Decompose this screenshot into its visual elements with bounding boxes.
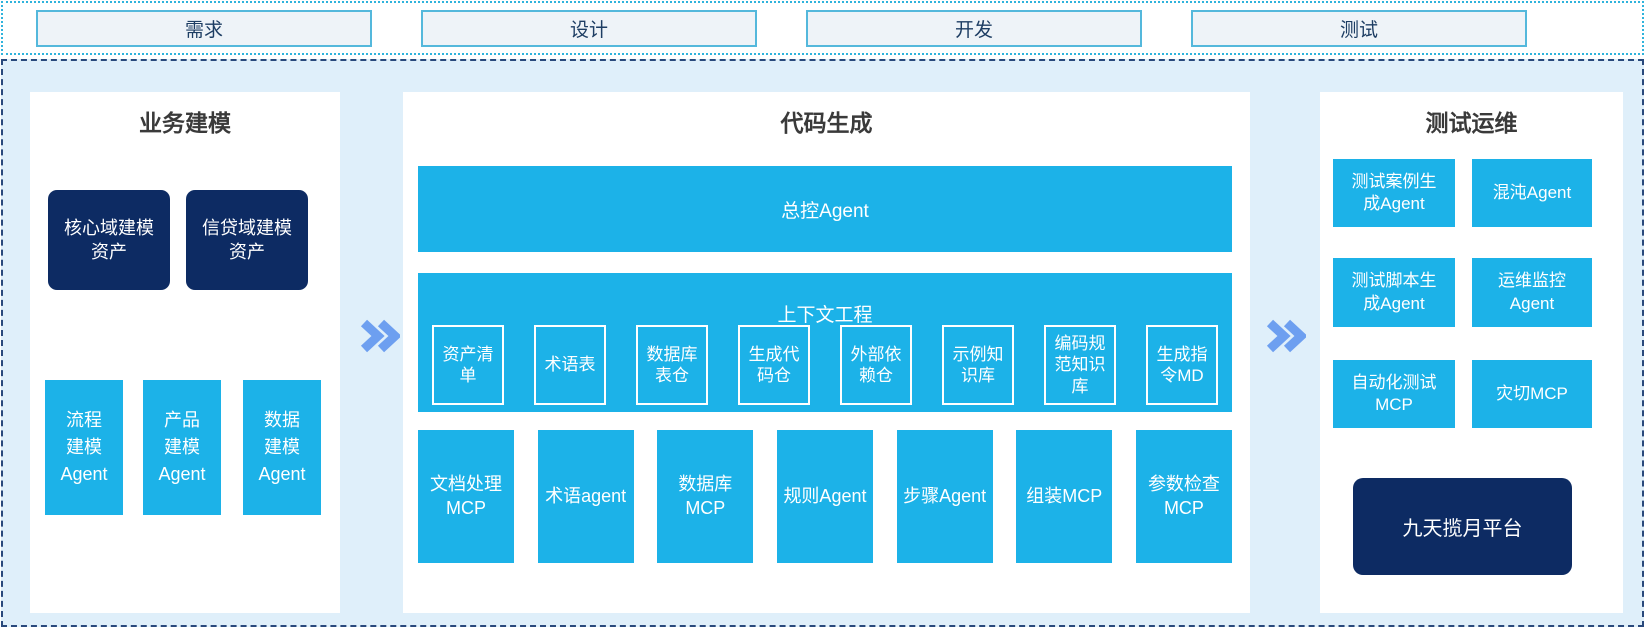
panel-code-generation: 代码生成 总控Agent 上下文工程 资产清 单 术语表 数据库 表仓 生成代 … — [403, 92, 1250, 613]
asset-box-core-domain: 核心域建模 资产 — [48, 190, 170, 290]
agent-box-process-modeling: 流程 建模 Agent — [45, 380, 123, 515]
context-box-asset-list: 资产清 单 — [432, 325, 504, 405]
main-container: 业务建模 核心域建模 资产 信贷域建模 资产 流程 建模 Agent 产品 建模… — [1, 59, 1644, 627]
context-box-external-deps: 外部依 赖仓 — [840, 325, 912, 405]
phase-box-development: 开发 — [806, 9, 1142, 47]
context-box-coding-standard-kb: 编码规 范知识 库 — [1044, 325, 1116, 405]
context-box-glossary: 术语表 — [534, 325, 606, 405]
asset-box-credit-domain: 信贷域建模 资产 — [186, 190, 308, 290]
testops-box-chaos-agent: 混沌Agent — [1472, 159, 1592, 227]
context-engineering-title: 上下文工程 — [777, 305, 873, 326]
tool-box-rule-agent: 规则Agent — [776, 430, 873, 563]
master-agent-bar: 总控Agent — [418, 166, 1232, 252]
phase-box-requirements: 需求 — [36, 9, 372, 47]
panel-title-business: 业务建模 — [139, 110, 231, 136]
panel-test-ops: 测试运维 测试案例生 成Agent 混沌Agent 测试脚本生 成Agent 运… — [1320, 92, 1623, 613]
context-items-row: 资产清 单 术语表 数据库 表仓 生成代 码仓 外部依 赖仓 示例知 识库 编码… — [432, 325, 1218, 405]
context-box-gen-instruction-md: 生成指 令MD — [1146, 325, 1218, 405]
testops-box-disaster-switch-mcp: 灾切MCP — [1472, 360, 1592, 428]
phase-box-testing: 测试 — [1191, 9, 1527, 47]
tool-box-database-mcp: 数据库 MCP — [657, 430, 754, 563]
flow-arrow-icon — [1266, 319, 1306, 353]
context-box-db-table-repo: 数据库 表仓 — [636, 325, 708, 405]
tool-box-param-check-mcp: 参数检查 MCP — [1135, 430, 1232, 563]
agent-box-data-modeling: 数据 建模 Agent — [243, 380, 321, 515]
panel-business-modeling: 业务建模 核心域建模 资产 信贷域建模 资产 流程 建模 Agent 产品 建模… — [30, 92, 340, 613]
testops-box-auto-test-mcp: 自动化测试 MCP — [1333, 360, 1455, 428]
testops-box-testcase-gen-agent: 测试案例生 成Agent — [1333, 159, 1455, 227]
phase-box-design: 设计 — [421, 9, 757, 47]
tool-box-doc-processing-mcp: 文档处理 MCP — [418, 430, 514, 563]
flow-arrow-icon — [360, 319, 400, 353]
agent-box-product-modeling: 产品 建模 Agent — [143, 380, 221, 515]
panel-title-codegen: 代码生成 — [780, 110, 873, 136]
context-engineering-group: 上下文工程 资产清 单 术语表 数据库 表仓 生成代 码仓 外部依 赖仓 示例知… — [418, 273, 1232, 412]
tool-box-step-agent: 步骤Agent — [896, 430, 993, 563]
phase-bar: 需求 设计 开发 测试 — [1, 1, 1644, 55]
context-box-example-kb: 示例知 识库 — [942, 325, 1014, 405]
platform-box-jiutian-lanyue: 九天揽月平台 — [1353, 478, 1572, 575]
testops-box-testscript-gen-agent: 测试脚本生 成Agent — [1333, 258, 1455, 327]
tool-box-glossary-agent: 术语agent — [537, 430, 634, 563]
tools-row: 文档处理 MCP 术语agent 数据库 MCP 规则Agent 步骤Agent… — [418, 430, 1232, 563]
testops-box-ops-monitor-agent: 运维监控 Agent — [1472, 258, 1592, 327]
tool-box-assembly-mcp: 组装MCP — [1016, 430, 1113, 563]
panel-title-testops: 测试运维 — [1425, 110, 1518, 136]
context-box-codegen-repo: 生成代 码仓 — [738, 325, 810, 405]
